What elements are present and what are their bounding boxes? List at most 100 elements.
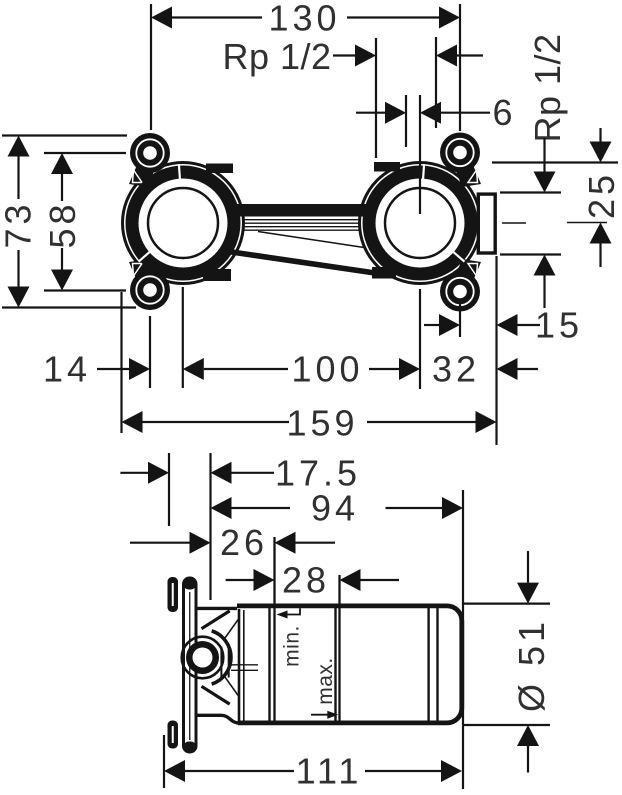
arrow-right-icon xyxy=(385,101,406,124)
arrow-up-icon xyxy=(51,153,73,174)
right-corner-step-top xyxy=(374,162,400,172)
dim-94-label: 94 xyxy=(311,488,359,529)
dim-14: 14 xyxy=(43,316,152,390)
dim-17-5: 17.5 xyxy=(120,452,361,600)
dim-25-label: 25 xyxy=(581,171,622,219)
arrow-left-icon xyxy=(182,358,204,380)
right-corner-step-bottom xyxy=(372,267,396,279)
dim-94: 94 xyxy=(210,488,465,789)
dim-diameter-51: Ø 51 xyxy=(462,551,552,773)
dim-130: 130 xyxy=(149,0,462,131)
arrow-left-icon xyxy=(210,497,232,519)
arrow-left-icon xyxy=(164,760,185,782)
arrow-up-icon xyxy=(533,254,556,276)
arrow-left-icon xyxy=(274,531,296,554)
arrow-left-icon xyxy=(339,569,361,591)
dim-159: 159 xyxy=(120,256,498,445)
dim-28-label: 28 xyxy=(282,560,330,601)
dim-6: 6 xyxy=(356,92,516,214)
arrow-down-icon xyxy=(589,141,612,163)
dim-32: 32 xyxy=(432,349,538,390)
housing-body xyxy=(180,603,465,726)
dim-111: 111 xyxy=(162,735,462,792)
arrow-right-icon xyxy=(253,569,275,591)
right-top-ear-wedge xyxy=(456,165,481,187)
rail-top-bar xyxy=(237,204,366,217)
bracket-bottom-edge xyxy=(197,713,240,725)
dim-14-label: 14 xyxy=(43,349,91,390)
arrow-left-icon xyxy=(496,314,518,336)
right-reference-lines xyxy=(492,161,618,256)
left-ring-slit-top xyxy=(177,164,182,181)
right-top-screw xyxy=(445,137,475,168)
arrow-right-icon xyxy=(189,531,211,554)
dim-100-label: 100 xyxy=(291,349,363,390)
cone-bottom-thick xyxy=(200,684,231,706)
dim-111-label: 111 xyxy=(296,751,363,792)
outlet-tab xyxy=(476,192,497,255)
dim-32-label: 32 xyxy=(432,349,480,390)
cone-top-thick xyxy=(200,609,231,631)
arrow-right-icon xyxy=(355,44,376,67)
left-ring-slit-bottom xyxy=(137,250,152,263)
left-top-gusset xyxy=(131,167,144,184)
min-arrow-left-icon xyxy=(276,610,288,619)
min-arrow-leader xyxy=(286,608,301,616)
arrow-up-icon xyxy=(7,135,30,157)
plate-cap-top xyxy=(183,578,196,590)
body-outline xyxy=(237,603,465,726)
arrow-up-icon xyxy=(517,725,539,746)
socket-outer-circle xyxy=(180,635,225,680)
dim-25: 25 xyxy=(581,128,622,267)
arrow-left-icon xyxy=(210,461,232,484)
arrow-right-icon xyxy=(441,760,462,782)
socket-flange-arc xyxy=(211,629,233,686)
dim-51-label: Ø 51 xyxy=(511,618,552,712)
inlet-thread-label: Rp 1/2 xyxy=(222,36,331,77)
depth-marks: min. max. xyxy=(276,608,339,719)
arrow-right-icon xyxy=(439,314,460,336)
left-bottom-gusset xyxy=(131,262,144,279)
rail-diagonal-bar xyxy=(231,249,372,276)
dim-58-label: 58 xyxy=(42,200,83,248)
front-view: 130 Rp 1/2 6 Rp 1/2 xyxy=(0,0,622,445)
arrow-up-icon xyxy=(589,222,612,244)
cone-bottom-thin xyxy=(222,674,240,698)
right-ring-slit-bottom xyxy=(451,250,466,263)
arrow-right-icon xyxy=(148,461,169,484)
screw-hole xyxy=(453,284,467,299)
min-label: min. xyxy=(281,625,304,667)
dim-73-label: 73 xyxy=(0,200,39,248)
cone-top-thin xyxy=(222,617,240,641)
rail-diagonal-thin xyxy=(257,230,365,249)
arrow-down-icon xyxy=(533,171,556,193)
right-bottom-gusset xyxy=(466,262,479,279)
left-bottom-screw xyxy=(135,275,165,305)
dim-58: 58 xyxy=(42,151,126,292)
dim-6-label: 6 xyxy=(492,92,516,133)
dim-26-label: 26 xyxy=(220,522,268,563)
arrow-right-icon xyxy=(399,358,420,380)
right-top-gusset xyxy=(466,167,479,184)
dim-17-5-label: 17.5 xyxy=(275,452,361,493)
arrow-down-icon xyxy=(51,269,73,291)
right-bottom-ear-wedge xyxy=(456,259,481,281)
right-flange-rings xyxy=(362,137,497,307)
screw-hole xyxy=(143,283,157,297)
dim-73: 73 xyxy=(0,134,136,309)
socket-bore xyxy=(192,647,213,668)
dim-28: 28 xyxy=(225,560,399,601)
connector-rail xyxy=(231,204,372,276)
arrow-down-icon xyxy=(7,286,30,308)
plate-cap-bottom xyxy=(183,741,196,753)
callout-outlet-thread: Rp 1/2 xyxy=(527,33,568,308)
dim-26: 26 xyxy=(130,522,335,563)
screw-seat-ring xyxy=(135,138,165,168)
left-top-screw xyxy=(135,138,165,168)
arrow-left-icon xyxy=(436,44,457,67)
left-corner-step-top xyxy=(206,163,233,173)
dim-130-label: 130 xyxy=(268,0,340,39)
screw-seat-ring xyxy=(135,275,165,305)
